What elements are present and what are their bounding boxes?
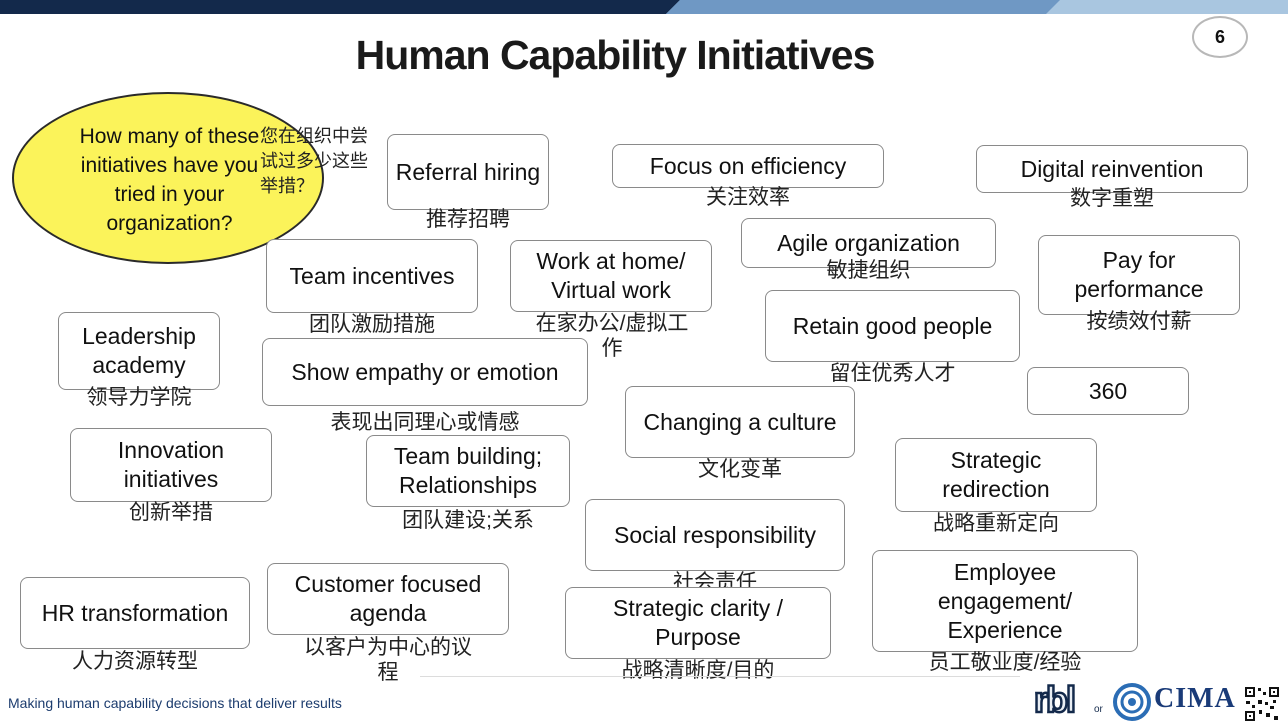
- initiative-strategic-clarity: Strategic clarity / Purpose: [565, 587, 831, 659]
- svg-text:rbl: rbl: [1034, 679, 1074, 720]
- svg-text:or: or: [1094, 704, 1104, 715]
- initiative-360: 360: [1027, 367, 1189, 415]
- label-cn-team-incentives: 团队激励措施: [309, 313, 435, 336]
- label-cn-changing-culture: 文化变革: [698, 458, 782, 481]
- initiative-team-incentives: Team incentives: [266, 239, 478, 313]
- label-cn-show-empathy: 表现出同理心或情感: [330, 411, 520, 434]
- initiative-retain-good-people: Retain good people: [765, 290, 1020, 362]
- initiative-customer-agenda: Customer focused agenda: [267, 563, 509, 635]
- label-cn-strategic-clarity: 战略清晰度/目的: [621, 659, 775, 682]
- initiative-hr-transformation: HR transformation: [20, 577, 250, 649]
- page-number: 6: [1192, 16, 1248, 58]
- label-cn-innovation-initiatives: 创新举措: [129, 501, 213, 524]
- question-text-en: How many of these initiatives have you t…: [79, 125, 260, 235]
- initiative-agile-organization: Agile organization: [741, 218, 996, 268]
- initiative-pay-for-performance: Pay for performance: [1038, 235, 1240, 315]
- initiative-referral-hiring: Referral hiring: [387, 134, 549, 210]
- question-text-cn: 您在组织中尝试过多少这些举措？: [260, 126, 368, 196]
- label-cn-agile-organization: 敏捷组织: [826, 259, 911, 282]
- label-cn-focus-efficiency: 关注效率: [706, 186, 790, 209]
- label-cn-referral-hiring: 推荐招聘: [426, 208, 510, 231]
- initiative-changing-culture: Changing a culture: [625, 386, 855, 458]
- initiative-team-building: Team building; Relationships: [366, 435, 570, 507]
- initiative-digital-reinvention: Digital reinvention: [976, 145, 1248, 193]
- initiative-social-responsibility: Social responsibility: [585, 499, 845, 571]
- initiative-focus-efficiency: Focus on efficiency: [612, 144, 884, 188]
- cima-emblem-icon: [1113, 683, 1151, 721]
- initiative-show-empathy: Show empathy or emotion: [262, 338, 588, 406]
- cima-logo-text: CIMA: [1154, 683, 1236, 714]
- label-cn-retain-good-people: 留住优秀人才: [829, 362, 956, 385]
- label-cn-customer-agenda: 以客户为中心的议程: [304, 636, 472, 684]
- label-cn-hr-transformation: 人力资源转型: [72, 650, 198, 673]
- initiative-work-at-home: Work at home/ Virtual work: [510, 240, 712, 312]
- initiative-strategic-redirection: Strategic redirection: [895, 438, 1097, 512]
- label-cn-pay-for-performance: 按绩效付薪: [1086, 310, 1192, 333]
- label-cn-strategic-redirection: 战略重新定向: [933, 512, 1059, 535]
- initiative-employee-engagement: Employee engagement/ Experience: [872, 550, 1138, 652]
- footer-tagline: Making human capability decisions that d…: [8, 695, 342, 711]
- initiative-leadership-academy: Leadership academy: [58, 312, 220, 390]
- label-cn-leadership-academy: 领导力学院: [86, 386, 192, 409]
- top-banner: [0, 0, 1288, 14]
- label-cn-work-at-home: 在家办公/虚拟工作: [535, 312, 689, 360]
- label-cn-employee-engagement: 员工敬业度/经验: [928, 651, 1082, 674]
- question-bubble: [12, 92, 324, 264]
- rbl-logo: rbl or: [1033, 678, 1104, 721]
- footer-divider: [420, 676, 1020, 677]
- label-cn-team-building: 团队建设;关系: [402, 509, 534, 532]
- slide-title: Human Capability Initiatives: [355, 32, 876, 78]
- initiative-innovation-initiatives: Innovation initiatives: [70, 428, 272, 502]
- qr-code-icon: [1244, 686, 1280, 722]
- label-cn-digital-reinvention: 数字重塑: [1070, 187, 1154, 210]
